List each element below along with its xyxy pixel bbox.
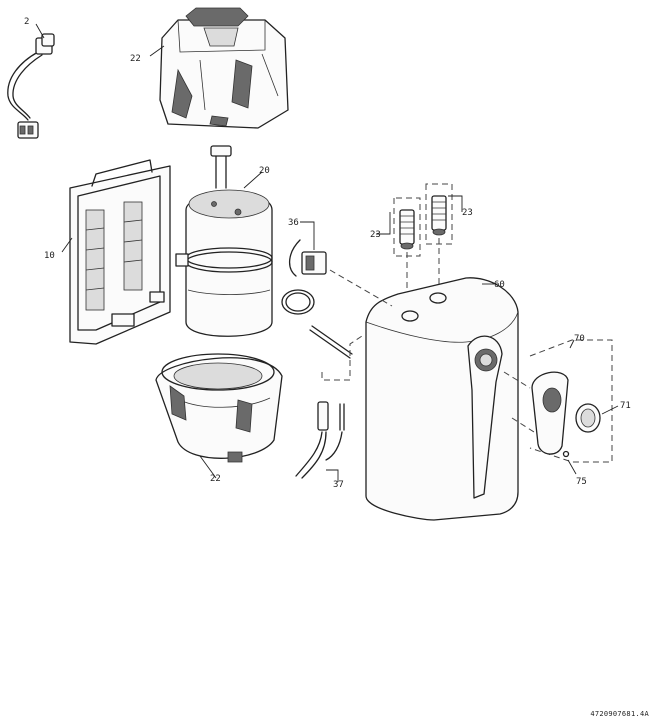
label-top-cover: 22	[130, 54, 141, 64]
label-bottom-cover: 22	[210, 474, 221, 484]
top-cover-part	[159, 7, 289, 129]
bottom-cover-part	[155, 353, 283, 463]
pipe-connectors-part	[393, 183, 453, 300]
label-pipe-connector-right: 23	[462, 208, 473, 218]
knob-panel-part	[503, 339, 613, 463]
sensor-cable-part	[295, 401, 345, 479]
heater-tank-part	[175, 145, 273, 337]
thermostat-part	[281, 239, 353, 359]
label-thermostat: 36	[288, 218, 299, 228]
label-housing: 60	[494, 280, 505, 290]
part-labels: 2 22 20 10 22 36 23 23 60 70 71 75 37	[24, 17, 631, 490]
label-cable: 2	[24, 17, 29, 27]
label-knob-panel: 70	[574, 334, 585, 344]
label-pipe-connector-left: 23	[370, 230, 381, 240]
label-sensor-cable: 37	[333, 480, 344, 490]
housing-part	[321, 269, 519, 521]
label-knob: 71	[620, 401, 631, 411]
label-panel-screw: 75	[576, 477, 587, 487]
label-heater-tank: 20	[259, 166, 270, 176]
power-cable-part	[7, 33, 55, 139]
leader-lines	[35, 23, 619, 482]
drawing-code: 4720907681.4A	[590, 710, 649, 718]
label-frame: 10	[44, 251, 55, 261]
mounting-frame-part	[69, 159, 171, 345]
